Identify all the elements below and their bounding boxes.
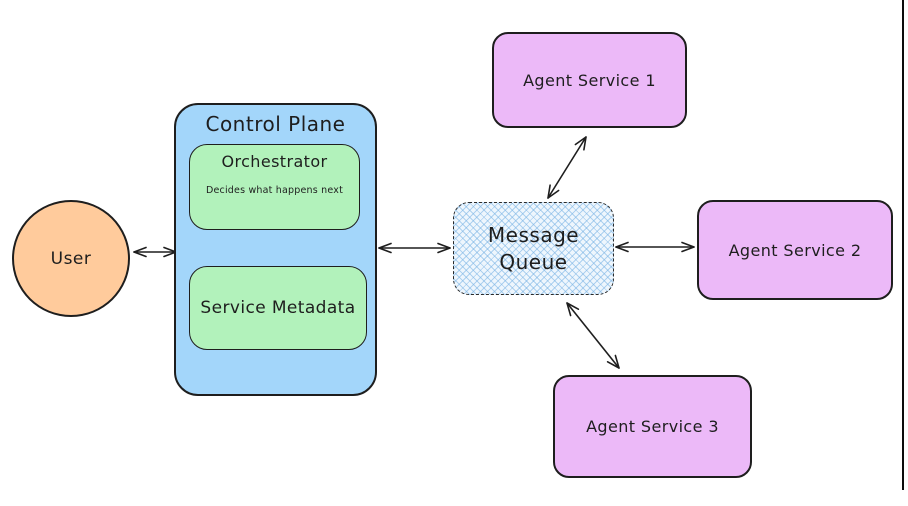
control-plane-node: Control Plane Orchestrator Decides what … (174, 103, 377, 396)
orchestrator-title: Orchestrator (221, 152, 328, 171)
message-queue-node: Message Queue (453, 202, 614, 295)
arrow-control-plane-message-queue (378, 242, 451, 254)
control-plane-title: Control Plane (205, 112, 346, 136)
message-queue-label-line2: Queue (499, 249, 568, 274)
agent-service-1-label: Agent Service 1 (523, 70, 656, 90)
agent-service-3-node: Agent Service 3 (553, 375, 752, 478)
user-label: User (50, 248, 92, 269)
message-queue-label-line1: Message (487, 222, 580, 247)
arrow-message-queue-agent-1 (547, 136, 587, 199)
agent-service-1-node: Agent Service 1 (492, 32, 687, 128)
agent-service-2-node: Agent Service 2 (697, 200, 893, 300)
arrow-message-queue-agent-3 (566, 302, 620, 369)
agent-service-3-label: Agent Service 3 (586, 417, 719, 436)
arrow-user-control-plane (133, 246, 177, 258)
canvas-right-border (902, 0, 904, 490)
user-node: User (12, 200, 130, 317)
arrow-message-queue-agent-2 (615, 241, 695, 253)
service-metadata-node: Service Metadata (189, 266, 367, 350)
agent-service-2-label: Agent Service 2 (728, 240, 862, 260)
service-metadata-label: Service Metadata (200, 298, 356, 318)
orchestrator-subtitle: Decides what happens next (205, 185, 343, 196)
orchestrator-node: Orchestrator Decides what happens next (189, 144, 360, 230)
